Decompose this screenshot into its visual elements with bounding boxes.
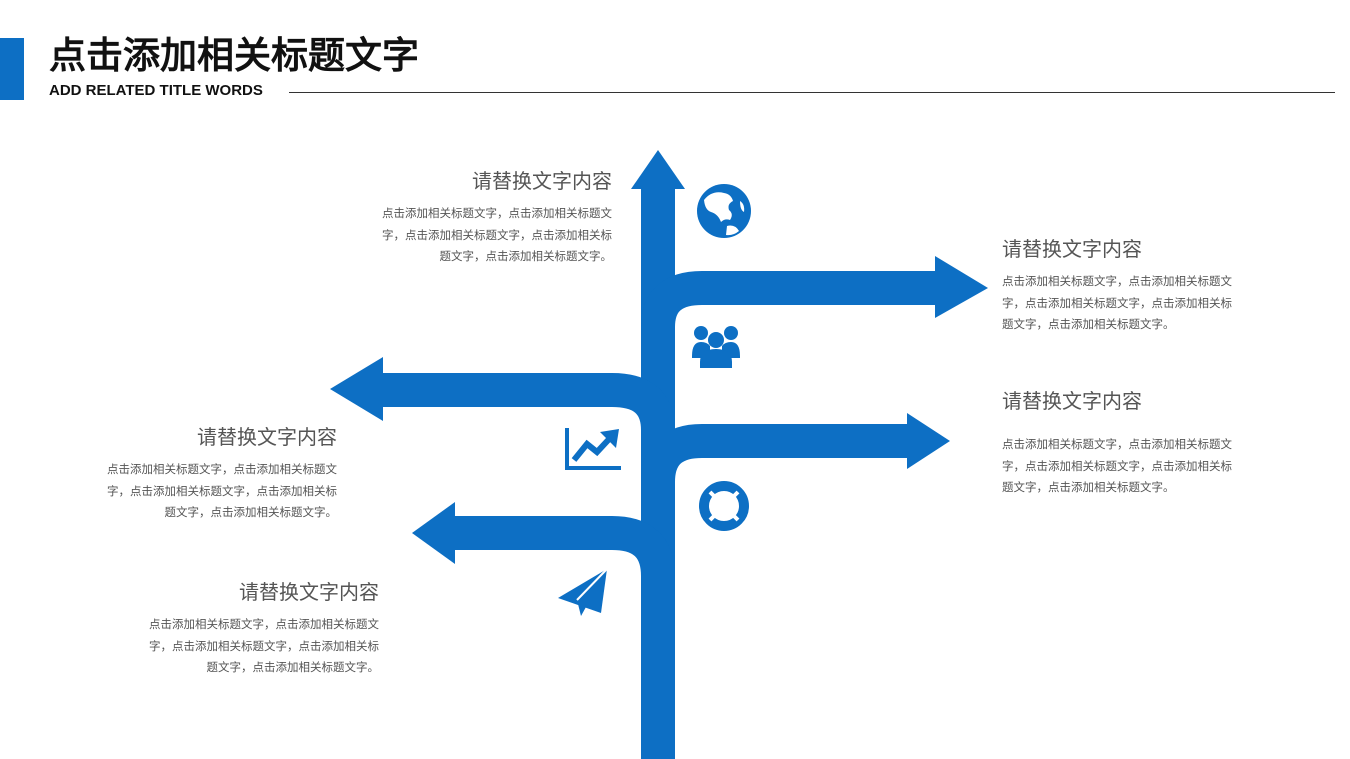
title-accent-bar — [0, 38, 24, 100]
block-5-heading: 请替换文字内容 — [239, 580, 379, 604]
block-1-heading: 请替换文字内容 — [472, 169, 612, 193]
block-3-heading: 请替换文字内容 — [197, 425, 337, 449]
page-title: 点击添加相关标题文字 — [49, 34, 419, 77]
text-block-1: 请替换文字内容 点击添加相关标题文字，点击添加相关标题文字，点击添加相关标题文字… — [372, 167, 612, 268]
text-block-2: 请替换文字内容 点击添加相关标题文字，点击添加相关标题文字，点击添加相关标题文字… — [1002, 235, 1242, 336]
branch-right-top — [641, 271, 940, 345]
lifebuoy-icon — [699, 481, 749, 531]
arrowhead-right-mid — [907, 413, 950, 469]
block-4-body: 点击添加相关标题文字，点击添加相关标题文字，点击添加相关标题文字，点击添加相关标… — [1002, 437, 1232, 494]
block-1-body: 点击添加相关标题文字，点击添加相关标题文字，点击添加相关标题文字，点击添加相关标… — [382, 206, 612, 263]
block-4-heading: 请替换文字内容 — [1002, 389, 1142, 413]
text-block-5: 请替换文字内容 点击添加相关标题文字，点击添加相关标题文字，点击添加相关标题文字… — [139, 578, 379, 679]
chart-up-icon — [565, 428, 621, 470]
globe-icon — [697, 184, 751, 238]
paper-plane-icon — [558, 568, 608, 616]
arrowhead-right-top — [935, 256, 988, 318]
arrowhead-left-bottom — [412, 502, 455, 564]
branch-left-top — [380, 373, 675, 450]
block-2-heading: 请替换文字内容 — [1002, 237, 1142, 261]
branch-right-mid — [641, 424, 910, 500]
block-5-body: 点击添加相关标题文字，点击添加相关标题文字，点击添加相关标题文字，点击添加相关标… — [149, 617, 379, 674]
header-divider — [289, 92, 1335, 93]
text-block-4: 请替换文字内容 点击添加相关标题文字，点击添加相关标题文字，点击添加相关标题文字… — [1002, 387, 1242, 499]
block-3-body: 点击添加相关标题文字，点击添加相关标题文字，点击添加相关标题文字，点击添加相关标… — [107, 462, 337, 519]
page-subtitle: ADD RELATED TITLE WORDS — [49, 82, 263, 99]
branch-left-bottom — [455, 516, 675, 600]
text-block-3: 请替换文字内容 点击添加相关标题文字，点击添加相关标题文字，点击添加相关标题文字… — [97, 423, 337, 524]
arrowhead-up — [631, 150, 685, 189]
block-2-body: 点击添加相关标题文字，点击添加相关标题文字，点击添加相关标题文字，点击添加相关标… — [1002, 274, 1232, 331]
users-icon — [692, 326, 740, 368]
arrowhead-left-top — [330, 357, 383, 421]
